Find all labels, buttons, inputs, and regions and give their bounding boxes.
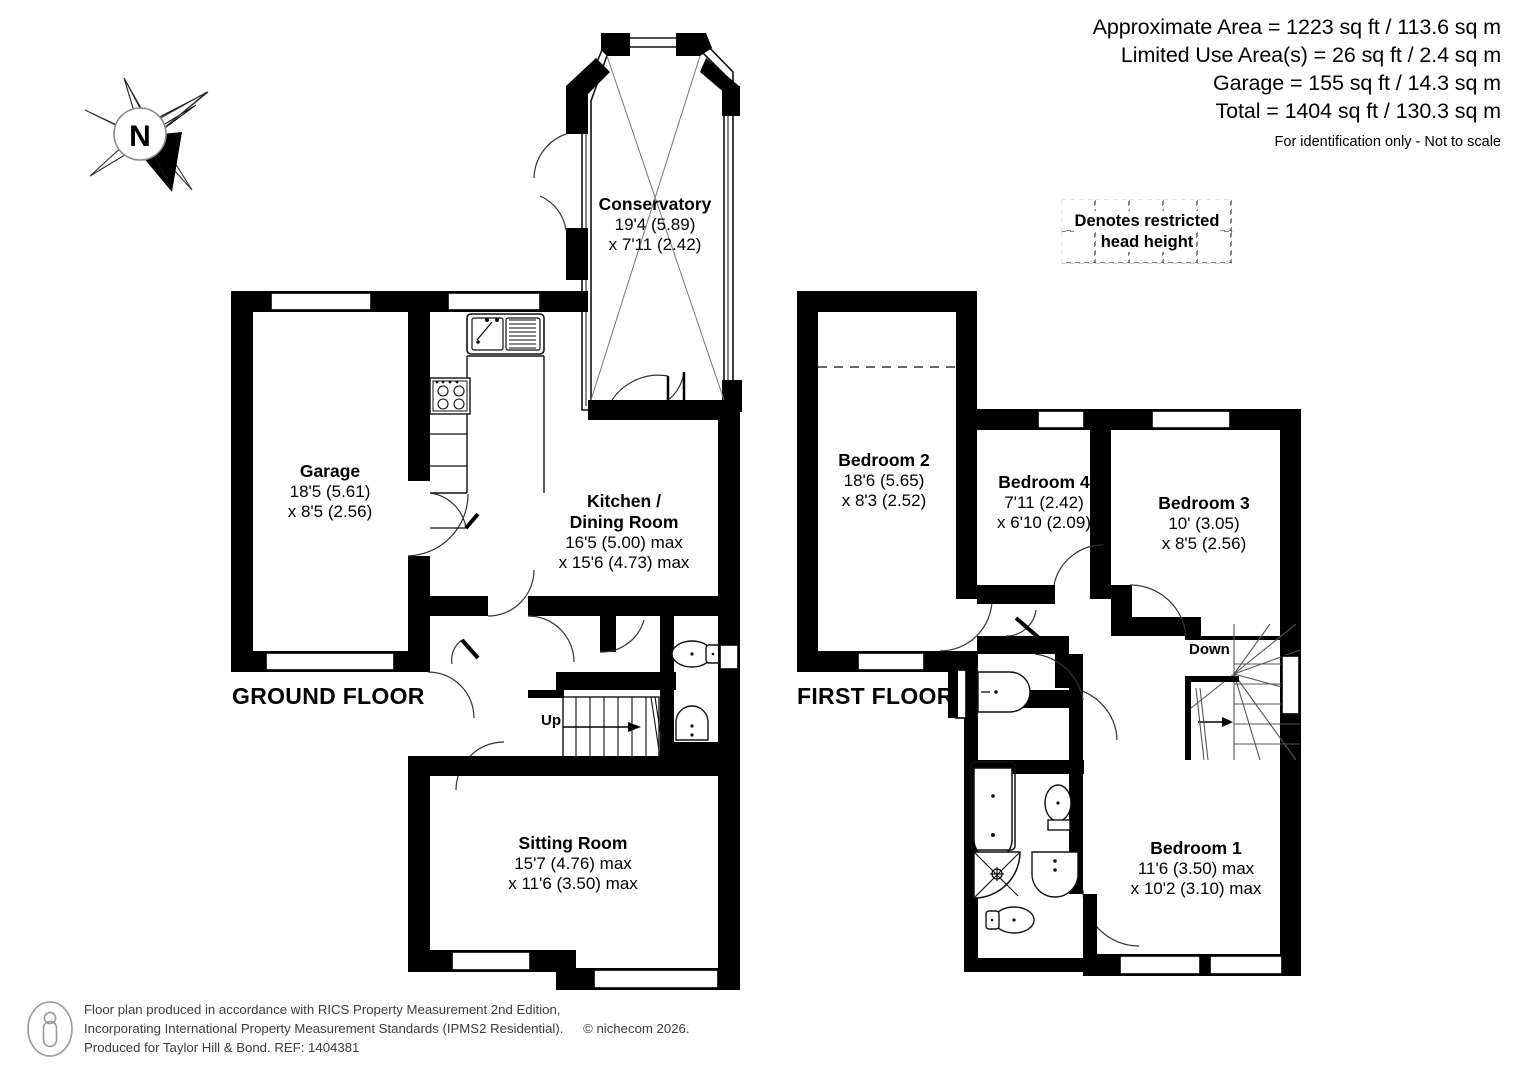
staircase-down xyxy=(1185,623,1301,796)
stair-direction-up-label: Up xyxy=(541,712,561,729)
room-name-garage: Garage xyxy=(299,461,361,481)
footer-copyright: © nichecom 2026. xyxy=(583,1021,690,1037)
sitting-room-structure xyxy=(408,616,740,990)
room-dim1-sitting-room: 15'7 (4.76) max xyxy=(514,854,632,873)
room-dim2-bedroom-4: x 6'10 (2.09) xyxy=(997,513,1091,533)
legend-hatch-pattern xyxy=(1061,199,1233,264)
ground-hall-structure xyxy=(408,569,724,791)
room-name-dining: Dining Room xyxy=(569,512,679,532)
basin-fixture-ground xyxy=(675,705,709,741)
room-name-bedroom-3: Bedroom 3 xyxy=(1158,493,1250,513)
legend-line-2: head height xyxy=(1099,231,1195,253)
ground-floor-plan xyxy=(231,33,742,990)
room-label-kitchen-dining: Kitchen / Dining Room 16'5 (5.00) max x … xyxy=(559,491,690,574)
wc-fixture-ground xyxy=(671,640,721,668)
stair-direction-down-label: Down xyxy=(1189,641,1230,658)
room-dim2-sitting-room: x 11'6 (3.50) max xyxy=(508,874,638,894)
room-dim1-bedroom-4: 7'11 (2.42) xyxy=(1004,493,1084,512)
area-line-approximate: Approximate Area = 1223 sq ft / 113.6 sq… xyxy=(1092,15,1501,39)
area-line-total: Total = 1404 sq ft / 130.3 sq m xyxy=(1215,98,1501,123)
footer-line-2: Incorporating International Property Mea… xyxy=(84,1021,564,1037)
room-dim2-conservatory: x 7'11 (2.42) xyxy=(608,235,702,255)
room-dim1-bedroom-1: 11'6 (3.50) max xyxy=(1137,859,1255,878)
legend-line-1: Denotes restricted xyxy=(1073,210,1221,232)
bedroom-1-structure xyxy=(1083,796,1301,976)
room-label-garage: Garage 18'5 (5.61) x 8'5 (2.56) xyxy=(288,461,373,523)
footer-line-1: Floor plan produced in accordance with R… xyxy=(84,1002,561,1017)
room-name-conservatory: Conservatory xyxy=(598,194,712,214)
room-label-bedroom-1: Bedroom 1 11'6 (3.50) max x 10'2 (3.10) … xyxy=(1131,838,1262,900)
room-dim1-bedroom-3: 10' (3.05) xyxy=(1168,514,1240,533)
room-dim2-garage: x 8'5 (2.56) xyxy=(287,502,373,522)
bedroom-3-structure xyxy=(1111,409,1301,637)
room-dim2-bedroom-1: x 10'2 (3.10) max xyxy=(1130,879,1262,899)
room-dim2-bedroom-3: x 8'5 (2.56) xyxy=(1161,534,1247,554)
basin-fixture-lower xyxy=(1031,851,1079,898)
shower-fixture xyxy=(973,851,1021,899)
wc-fixture-upper xyxy=(1044,784,1072,831)
first-floor-plan xyxy=(797,291,1301,976)
room-label-bedroom-2: Bedroom 2 18'6 (5.65) x 8'3 (2.52) xyxy=(838,450,929,512)
area-disclaimer: For identification only - Not to scale xyxy=(1274,133,1501,150)
staircase-up xyxy=(562,696,665,758)
room-dim1-kitchen-dining: 16'5 (5.00) max xyxy=(565,533,683,552)
room-dim1-bedroom-2: 18'6 (5.65) xyxy=(843,471,925,490)
svg-text:N: N xyxy=(129,120,151,153)
room-label-sitting-room: Sitting Room 15'7 (4.76) max x 11'6 (3.5… xyxy=(508,833,638,895)
bedroom-4-structure xyxy=(956,409,1111,604)
room-label-conservatory: Conservatory 19'4 (5.89) x 7'11 (2.42) xyxy=(599,194,712,256)
compass-north-icon: N xyxy=(84,77,209,192)
footer: Floor plan produced in accordance with R… xyxy=(26,1000,690,1058)
bathroom-structure xyxy=(948,653,1140,972)
room-name-bedroom-2: Bedroom 2 xyxy=(838,450,930,470)
room-dim2-bedroom-2: x 8'3 (2.52) xyxy=(841,491,927,511)
person-in-circle-icon xyxy=(27,1001,73,1057)
area-summary: Approximate Area = 1223 sq ft / 113.6 sq… xyxy=(1093,14,1501,152)
room-name-bedroom-1: Bedroom 1 xyxy=(1150,838,1242,858)
bedroom-2-structure xyxy=(797,291,993,672)
ground-floor-label: GROUND FLOOR xyxy=(232,683,425,709)
bath-fixture xyxy=(970,761,1016,860)
footer-line-2-wrap: Incorporating International Property Mea… xyxy=(84,1019,690,1038)
area-line-garage: Garage = 155 sq ft / 14.3 sq m xyxy=(1212,70,1501,95)
room-dim1-garage: 18'5 (5.61) xyxy=(289,482,371,501)
kitchen-dining-structure xyxy=(408,291,740,650)
room-name-sitting-room: Sitting Room xyxy=(518,833,628,853)
room-dim1-conservatory: 19'4 (5.89) xyxy=(614,215,696,234)
room-name-bedroom-4: Bedroom 4 xyxy=(998,472,1090,492)
first-floor-label: FIRST FLOOR xyxy=(797,683,954,709)
room-name-kitchen: Kitchen / xyxy=(587,491,661,511)
conservatory-structure xyxy=(533,33,742,412)
room-label-bedroom-3: Bedroom 3 10' (3.05) x 8'5 (2.56) xyxy=(1158,493,1249,555)
room-dim2-kitchen-dining: x 15'6 (4.73) max xyxy=(558,553,690,573)
restricted-head-height-legend: Denotes restricted head height xyxy=(1061,199,1233,264)
room-label-bedroom-4: Bedroom 4 7'11 (2.42) x 6'10 (2.09) xyxy=(997,472,1091,534)
footer-line-3: Produced for Taylor Hill & Bond. REF: 14… xyxy=(84,1040,360,1056)
area-line-limited-use: Limited Use Area(s) = 26 sq ft / 2.4 sq … xyxy=(1120,42,1501,67)
wc-fixture-lower xyxy=(985,906,1035,934)
basin-fixture-upper xyxy=(977,671,1031,713)
kitchen-fixtures xyxy=(429,313,545,530)
